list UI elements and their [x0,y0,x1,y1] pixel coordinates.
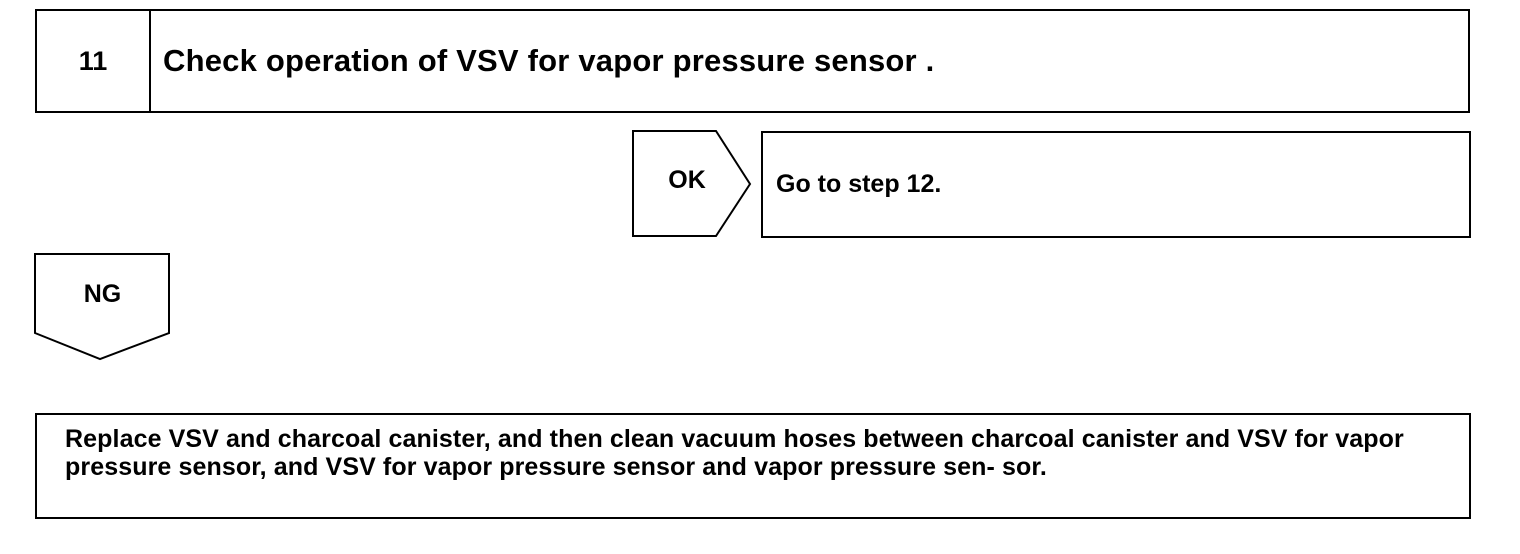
ok-result-box: Go to step 12. [761,131,1471,238]
ok-label: OK [668,166,706,194]
step-title: Check operation of VSV for vapor pressur… [163,43,935,78]
ok-result-text: Go to step 12. [776,170,942,198]
step-box: 11 Check operation of VSV for vapor pres… [35,9,1470,113]
final-action-text: Replace VSV and charcoal canister, and t… [65,425,1404,481]
step-number: 11 [37,11,151,111]
ok-arrow-shape [632,130,752,237]
ng-label: NG [83,280,122,308]
final-action-box: Replace VSV and charcoal canister, and t… [35,413,1471,519]
ng-arrow-shape [34,253,170,361]
